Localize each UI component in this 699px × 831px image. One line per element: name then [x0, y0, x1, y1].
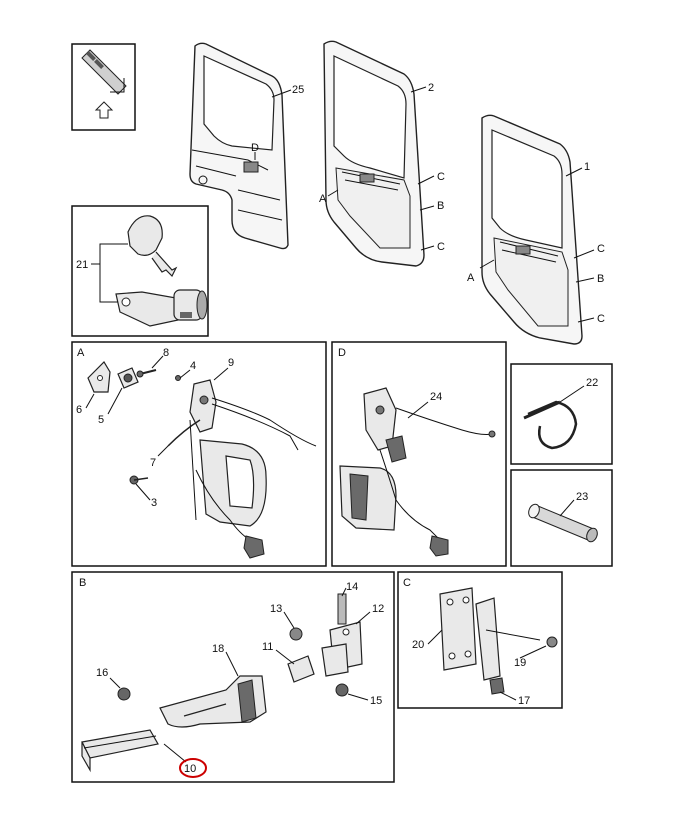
panel-B: B 14 12 13 11 18 16 15	[71, 571, 395, 783]
label-24: 24	[430, 391, 442, 403]
mark-C-door1-top: C	[597, 243, 605, 255]
label-8: 8	[163, 347, 169, 359]
label-20: 20	[412, 639, 424, 651]
cable-tie-icon	[523, 400, 578, 450]
mark-C-door2-bottom: C	[437, 241, 445, 253]
key-icon	[127, 215, 178, 278]
panel-21: 21	[71, 205, 209, 337]
door-2: 2 A C B C	[319, 40, 445, 267]
mark-B-door1: B	[597, 273, 604, 285]
panel-C: C 20 19 17	[397, 571, 563, 709]
label-10: 10	[184, 763, 196, 775]
mark-A-door2: A	[319, 193, 327, 205]
label-6: 6	[76, 404, 82, 416]
door-1: 1 A C B C	[467, 114, 605, 345]
label-9: 9	[228, 357, 234, 369]
mark-C-door2-top: C	[437, 171, 445, 183]
panel-D-letter: D	[338, 347, 346, 359]
pin-icon	[528, 503, 598, 543]
mark-D: D	[251, 142, 259, 154]
label-22: 22	[586, 377, 598, 389]
panel-A: A 8 4 9 6 5	[71, 341, 327, 567]
label-14: 14	[346, 581, 358, 593]
label-17: 17	[518, 695, 530, 707]
highlight-circle-10	[179, 758, 207, 778]
label-11: 11	[262, 641, 273, 653]
panel-22: 22	[510, 363, 613, 465]
label-7: 7	[150, 457, 156, 469]
label-19: 19	[514, 657, 526, 669]
door-orientation-arrow-icon	[81, 49, 127, 119]
panel-A-letter: A	[77, 347, 85, 359]
mark-A-door1: A	[467, 272, 475, 284]
label-1: 1	[584, 161, 590, 173]
mark-B-door2: B	[437, 200, 444, 212]
panel-B-letter: B	[79, 577, 86, 589]
label-23: 23	[576, 491, 588, 503]
label-18: 18	[212, 643, 224, 655]
label-3: 3	[151, 497, 157, 509]
label-4: 4	[190, 360, 196, 372]
panel-23: 23	[510, 469, 613, 567]
orientation-box	[71, 43, 136, 131]
panel-D: D 24	[331, 341, 507, 567]
panel-C-letter: C	[403, 577, 411, 589]
lock-cylinder-icon	[115, 289, 208, 327]
mark-C-door1-bottom: C	[597, 313, 605, 325]
label-16: 16	[96, 667, 108, 679]
label-2: 2	[428, 82, 434, 94]
label-5: 5	[98, 414, 104, 426]
label-25: 25	[292, 84, 304, 96]
label-15: 15	[370, 695, 382, 707]
label-12: 12	[372, 603, 384, 615]
label-21: 21	[76, 259, 88, 271]
door-25: 25 D	[189, 42, 304, 250]
label-13: 13	[270, 603, 282, 615]
